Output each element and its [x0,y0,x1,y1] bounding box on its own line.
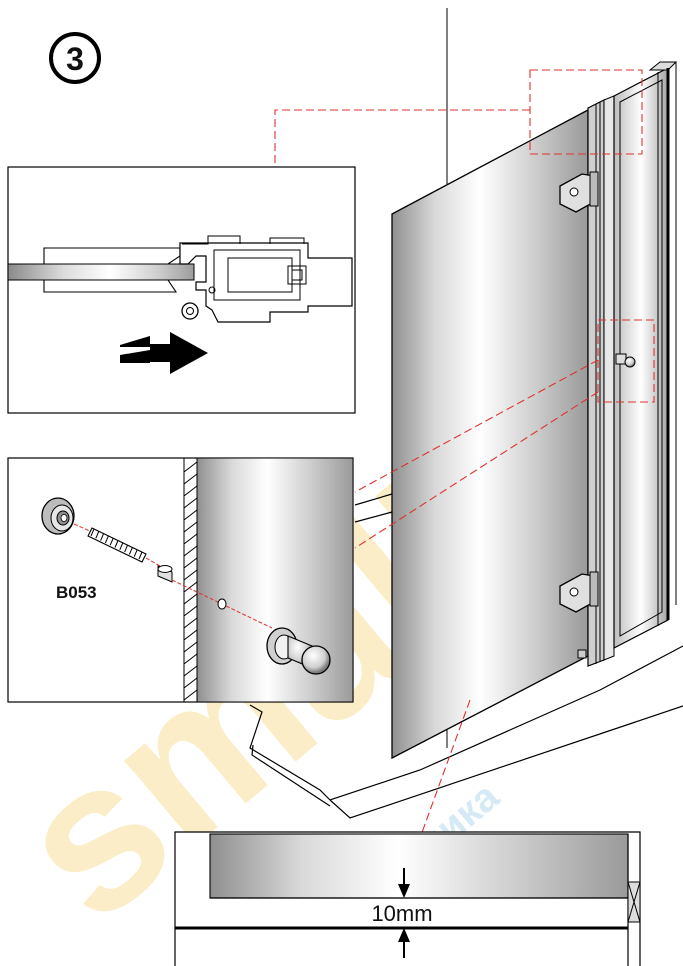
step-badge: 3 [49,32,101,84]
hatch-line [183,569,198,581]
hatch-line [183,653,198,665]
hatch-line [183,497,198,509]
upper-hinge [559,171,599,213]
hatch-line [183,665,198,677]
hatch-line [183,617,198,629]
seal-profile [43,247,181,293]
thread-line [138,551,143,560]
spacer-sleeve-icon [145,557,223,605]
hatch-line [183,509,198,521]
knob-rosette-icon [41,497,75,535]
folding-panel [587,61,678,667]
top-leader [274,109,530,167]
thread-line [104,535,109,544]
thread-line [95,531,100,539]
glass-hole [217,598,227,610]
profile-screw-hole [181,302,199,320]
gap-detail: 10mm [174,831,641,966]
gap-dimension-label: 10mm [371,901,432,926]
hatch-line [183,545,198,557]
top-profile-callout-box [529,69,643,155]
step-circle [49,32,101,84]
gap-profile-end [627,881,641,923]
hatch-line [183,641,198,653]
hatch-line [183,593,198,605]
shower-screen-assembly [249,8,683,819]
hatch-line [183,521,198,533]
thread-line [128,547,133,555]
leader-lines [274,69,655,839]
part-code-label: B053 [56,583,97,602]
thread-line [124,544,129,553]
hatch-line [183,581,198,593]
thread-line [114,540,119,548]
profile-section-detail [7,166,356,414]
hatch-line [183,605,198,617]
thread-line [119,542,124,550]
knob-leader-lower [354,391,599,549]
bottom-leader [419,699,471,839]
glass-section [7,263,195,281]
lower-hinge [559,571,599,613]
glass-panel [391,108,589,760]
panel-knob [615,353,636,368]
gap-arrow-down-icon [398,868,410,898]
hatch-line [183,473,198,485]
threaded-rod-icon [73,523,147,563]
hatch-line [183,557,198,569]
knob-callout-box [597,319,655,403]
step-number: 3 [66,41,84,77]
hatch-line [183,485,198,497]
push-direction-arrow-icon [120,332,208,374]
aluminium-profile [179,242,353,323]
thread-line [90,528,95,537]
hatch-line [183,461,198,473]
thread-line [133,549,138,557]
panel-foot [577,649,587,659]
knob-fixing-detail: B053 [7,457,354,703]
gap-detail-glass [209,833,629,899]
knob-handle-icon [266,627,331,675]
thread-line [109,538,114,546]
gap-arrow-up-icon [398,928,410,958]
thread-line [100,533,105,541]
hatch-line [183,629,198,641]
hatch-lines [183,461,198,701]
hatch-line [183,533,198,545]
hatch-line [183,689,198,701]
knob-leader-upper [354,359,599,493]
hatch-line [183,677,198,689]
